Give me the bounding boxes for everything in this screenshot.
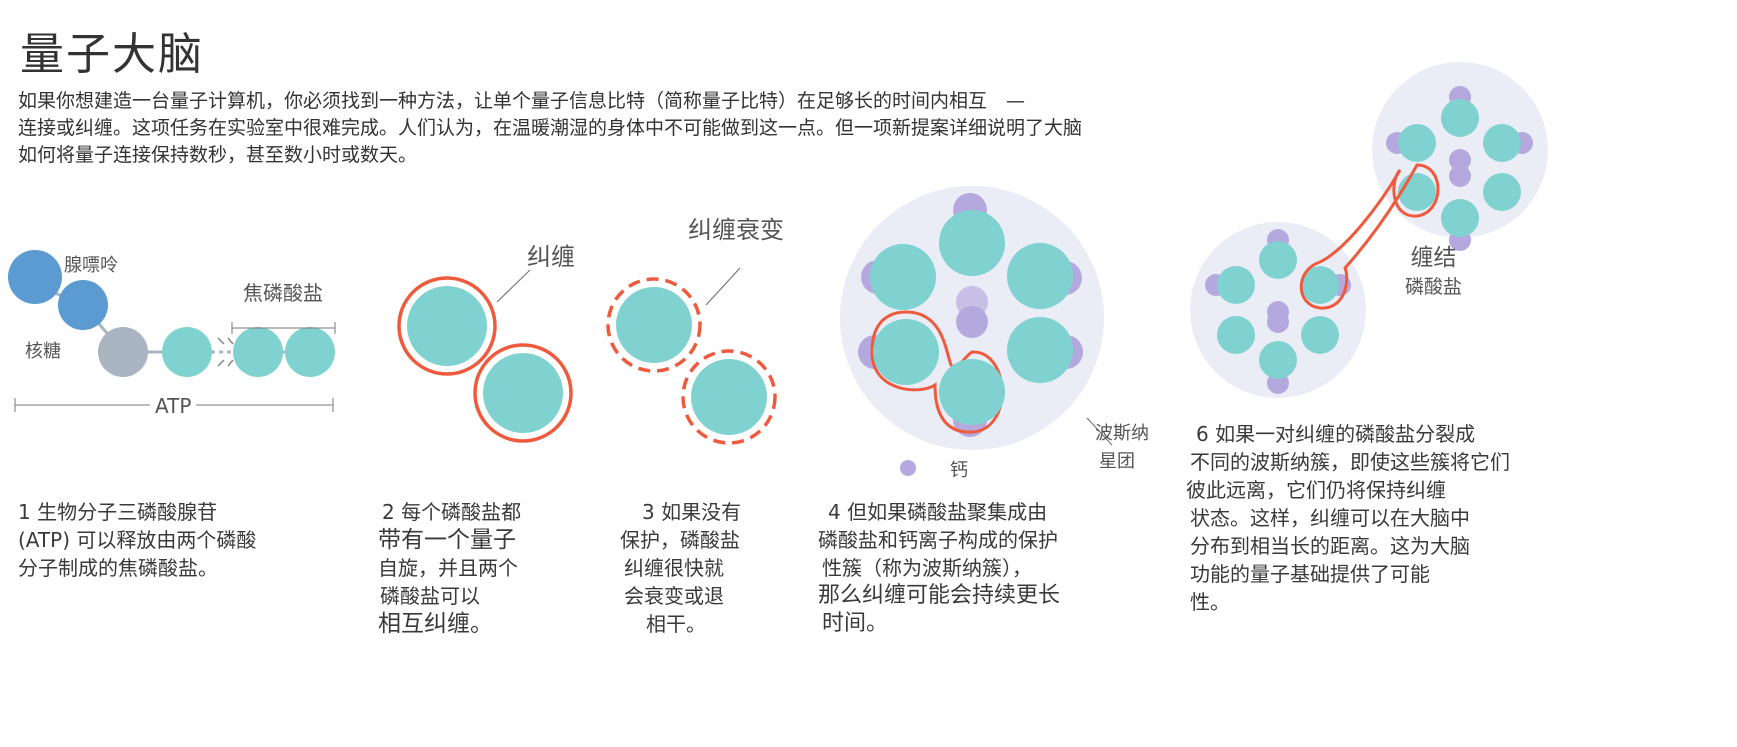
panel3-caption: 3 如果没有 保护，磷酸盐 纠缠很快就 会衰变或退 相干。 bbox=[620, 498, 741, 638]
calcium-label: 钙 bbox=[950, 460, 968, 481]
adenine-label: 腺嘌呤 bbox=[64, 255, 118, 276]
caption-line: 1 生物分子三磷酸腺苷 bbox=[18, 500, 218, 524]
phosphate-circle bbox=[616, 287, 692, 363]
caption-line: 性。 bbox=[1190, 590, 1230, 614]
caption-line: 6 如果一对纠缠的磷酸盐分裂成 bbox=[1196, 422, 1476, 446]
phosphate-circle bbox=[233, 327, 283, 377]
entanglement-loop bbox=[870, 310, 1004, 434]
phosphate-circle bbox=[407, 286, 487, 366]
caption-line: 保护，磷酸盐 bbox=[620, 528, 740, 552]
ribose-label: 核糖 bbox=[25, 341, 61, 362]
break-mark-icon bbox=[217, 337, 234, 367]
caption-line: 会衰变或退 bbox=[624, 584, 724, 608]
caption-line: 那么纠缠可能会持续更长 bbox=[818, 583, 1061, 608]
entangled-phosphate-label: 缠结 磷酸盐 bbox=[1405, 238, 1462, 299]
caption-line: 分布到相当长的距离。这为大脑 bbox=[1190, 534, 1470, 558]
caption-line: 相互纠缠。 bbox=[378, 611, 493, 637]
intro-line: 连接或纠缠。这项任务在实验室中很难完成。人们认为，在温暖潮湿的身体中不可能做到这… bbox=[18, 117, 1083, 139]
phosphate-circle bbox=[483, 353, 563, 433]
caption-line: 状态。这样，纠缠可以在大脑中 bbox=[1190, 506, 1470, 530]
panel4-caption: 4 但如果磷酸盐聚集成由 磷酸盐和钙离子构成的保护 性簇（称为波斯纳簇）， 那么… bbox=[818, 498, 1060, 638]
caption-line: 磷酸盐和钙离子构成的保护 bbox=[818, 528, 1058, 552]
calcium-legend-dot bbox=[900, 460, 916, 476]
caption-line: 2 每个磷酸盐都 bbox=[382, 500, 522, 524]
posner-cluster-label: 波斯纳 星团 bbox=[1095, 420, 1149, 476]
panel1-caption: 1 生物分子三磷酸腺苷 (ATP) 可以释放由两个磷酸 分子制成的焦磷酸盐。 bbox=[18, 498, 256, 582]
distant-clusters bbox=[1190, 62, 1548, 398]
phosphate-circle bbox=[285, 327, 335, 377]
caption-line: 彼此远离，它们仍将保持纠缠 bbox=[1186, 478, 1446, 502]
adenine-circle bbox=[58, 280, 108, 330]
atp-label: ATP bbox=[155, 394, 192, 418]
caption-line: 3 如果没有 bbox=[642, 500, 742, 524]
caption-line: 分子制成的焦磷酸盐。 bbox=[18, 556, 218, 580]
caption-line: 带有一个量子 bbox=[378, 527, 516, 553]
caption-line: 时间。 bbox=[822, 611, 889, 636]
entangled-pair bbox=[397, 269, 573, 443]
panel6-caption: 6 如果一对纠缠的磷酸盐分裂成 不同的波斯纳簇，即使这些簇将它们 彼此远离，它们… bbox=[1186, 420, 1510, 616]
caption-line: 不同的波斯纳簇，即使这些簇将它们 bbox=[1190, 450, 1510, 474]
pyrophosphate-label: 焦磷酸盐 bbox=[243, 281, 323, 305]
caption-line: 磷酸盐可以 bbox=[380, 584, 480, 608]
page-title: 量子大脑 bbox=[20, 29, 204, 80]
caption-line: 功能的量子基础提供了可能 bbox=[1190, 562, 1430, 586]
phosphate-circle bbox=[162, 327, 212, 377]
phosphate-circle bbox=[691, 359, 767, 435]
caption-line: (ATP) 可以释放由两个磷酸 bbox=[18, 528, 257, 552]
decoherence-label: 纠缠衰变 bbox=[688, 216, 784, 244]
entanglement-label: 纠缠 bbox=[527, 243, 575, 271]
intro-line: 如何将量子连接保持数秒，甚至数小时或数天。 bbox=[18, 144, 418, 166]
caption-line: 相干。 bbox=[646, 612, 706, 636]
adenine-circle bbox=[8, 250, 62, 304]
label-line: 星团 bbox=[1099, 451, 1135, 472]
label-line: 缠结 bbox=[1410, 245, 1457, 271]
caption-line: 4 但如果磷酸盐聚集成由 bbox=[828, 500, 1048, 524]
panel2-caption: 2 每个磷酸盐都 带有一个量子 自旋，并且两个 磷酸盐可以 相互纠缠。 bbox=[378, 498, 521, 638]
entanglement-loop bbox=[1299, 163, 1440, 310]
label-line: 磷酸盐 bbox=[1405, 276, 1463, 298]
caption-line: 性簇（称为波斯纳簇）， bbox=[822, 556, 1032, 580]
label-line: 波斯纳 bbox=[1095, 423, 1149, 444]
ribose-circle bbox=[98, 327, 148, 377]
caption-line: 自旋，并且两个 bbox=[378, 556, 518, 580]
decoherent-pair bbox=[606, 267, 777, 445]
posner-cluster bbox=[840, 186, 1113, 476]
intro-text: 如果你想建造一台量子计算机，你必须找到一种方法，让单个量子信息比特（简称量子比特… bbox=[18, 88, 1082, 169]
caption-line: 纠缠很快就 bbox=[624, 556, 724, 580]
atp-molecule bbox=[8, 250, 336, 412]
intro-line: 如果你想建造一台量子计算机，你必须找到一种方法，让单个量子信息比特（简称量子比特… bbox=[18, 90, 1026, 112]
